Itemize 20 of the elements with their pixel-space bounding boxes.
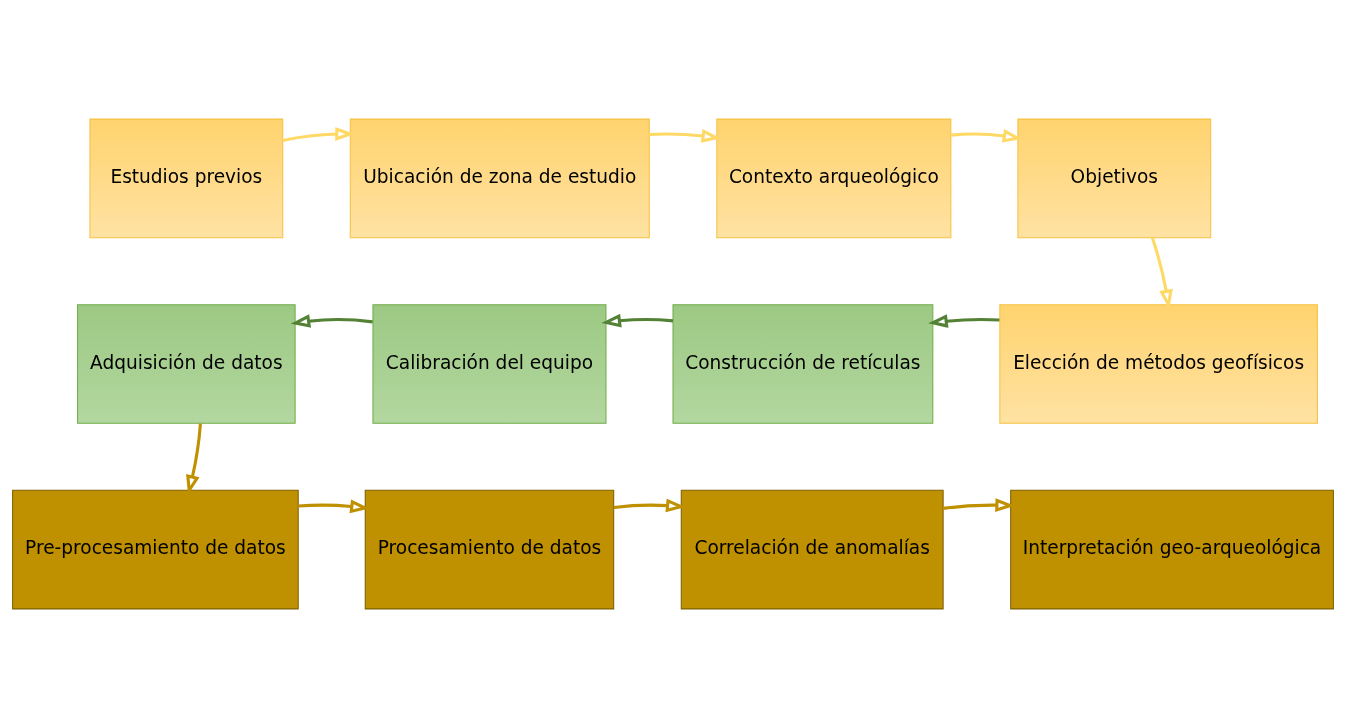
arrow	[290, 313, 373, 328]
arrow	[649, 128, 722, 143]
node-box: Adquisición de datos	[77, 303, 296, 424]
node-box: Contexto arqueológico	[716, 118, 952, 238]
node-box: Objetivos	[1017, 118, 1212, 238]
node-box: Interpretación geo-arqueológica	[1010, 489, 1334, 609]
node-box: Pre-procesamiento de datos	[12, 489, 299, 609]
arrow	[928, 313, 1000, 328]
node-box: Construcción de retículas	[672, 303, 934, 424]
node-box: Procesamiento de datos	[364, 489, 615, 609]
node-box: Estudios previos	[89, 118, 284, 238]
arrow	[1150, 237, 1173, 309]
node-box: Correlación de anomalías	[680, 489, 944, 609]
node-box: Calibración del equipo	[372, 303, 607, 424]
arrow	[601, 313, 674, 327]
node-box: Elección de métodos geofísicos	[999, 303, 1318, 424]
node-box: Ubicación de zona de estudio	[349, 118, 650, 238]
arrow	[943, 497, 1015, 512]
arrow	[950, 128, 1023, 143]
arrow	[282, 126, 355, 142]
